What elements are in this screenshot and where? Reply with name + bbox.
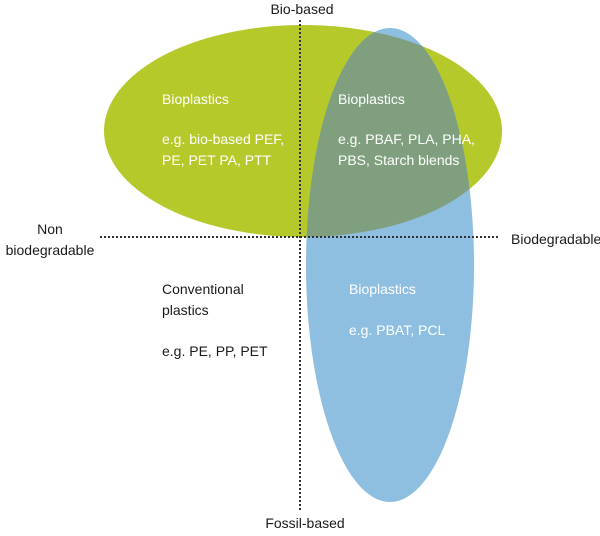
axis-label-bio-based: Bio-based xyxy=(270,1,334,17)
axis-label-biodegradable-suffix: biodegradable xyxy=(5,242,95,258)
axis-label-non-biodegradable: Non biodegradable xyxy=(0,219,100,261)
overlap-region xyxy=(306,28,474,237)
top-right-examples-line1: e.g. PBAF, PLA, PHA, xyxy=(338,131,475,147)
top-left-examples-line2: PE, PET PA, PTT xyxy=(162,152,272,168)
axis-label-fossil-based: Fossil-based xyxy=(265,515,345,531)
bottom-right-title: Bioplastics xyxy=(349,281,416,297)
bottom-left-title-line2: plastics xyxy=(162,302,209,318)
top-left-examples-line1: e.g. bio-based PEF, xyxy=(162,131,285,147)
top-left-title: Bioplastics xyxy=(162,91,229,107)
bottom-left-title-line1: Conventional xyxy=(162,281,244,297)
top-right-examples-line2: PBS, Starch blends xyxy=(338,152,460,168)
axis-label-biodegradable: Biodegradable xyxy=(511,231,600,247)
bottom-left-examples: e.g. PE, PP, PET xyxy=(162,343,268,359)
bottom-right-examples: e.g. PBAT, PCL xyxy=(349,322,446,338)
top-right-title: Bioplastics xyxy=(338,91,405,107)
axis-label-non: Non xyxy=(37,221,63,237)
